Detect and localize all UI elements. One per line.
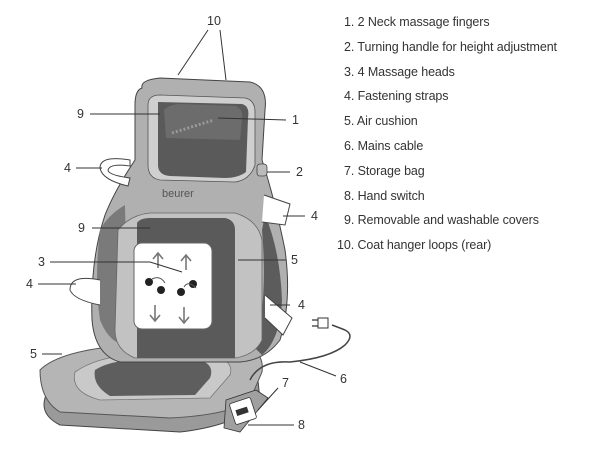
legend-item-5: 5. Air cushion bbox=[344, 114, 418, 129]
callout-5-right: 5 bbox=[291, 253, 298, 267]
mains-cable bbox=[249, 317, 351, 381]
callout-8: 8 bbox=[298, 418, 305, 432]
callout-4-left-bottom: 4 bbox=[26, 277, 33, 291]
callout-4-right-bottom: 4 bbox=[298, 298, 305, 312]
legend-item-1: 1. 2 Neck massage fingers bbox=[344, 15, 490, 29]
callout-4-right-top: 4 bbox=[311, 209, 318, 223]
callout-10: 10 bbox=[207, 14, 221, 28]
massage-heads-panel bbox=[133, 242, 213, 330]
legend-item-9: 9. Removable and washable covers bbox=[344, 213, 539, 228]
callout-5-left: 5 bbox=[30, 347, 37, 361]
callout-7: 7 bbox=[282, 376, 289, 390]
legend-item-8: 8. Hand switch bbox=[344, 188, 425, 203]
leader-lines bbox=[38, 29, 337, 426]
callout-6: 6 bbox=[340, 372, 347, 386]
callout-1: 1 bbox=[292, 113, 299, 127]
legend-item-10: 10. Coat hanger loops (rear) bbox=[337, 238, 492, 253]
callout-9-mid: 9 bbox=[78, 221, 85, 235]
seat-cushion bbox=[39, 344, 263, 433]
storage-bag-hand-switch bbox=[223, 389, 269, 433]
legend-item-2: 2. Turning handle for height adjustment bbox=[344, 39, 557, 54]
callout-4-left-top: 4 bbox=[64, 161, 71, 175]
neck-pillow bbox=[147, 94, 256, 183]
callout-9-top: 9 bbox=[77, 107, 84, 121]
turning-handle bbox=[256, 163, 268, 177]
parts-legend: 1. 2 Neck massage fingers 2. Turning han… bbox=[337, 10, 557, 258]
callout-2: 2 bbox=[296, 165, 303, 179]
legend-item-4: 4. Fastening straps bbox=[344, 89, 449, 104]
callout-3: 3 bbox=[38, 255, 45, 269]
legend-item-6: 6. Mains cable bbox=[344, 138, 424, 153]
brand-label: beurer bbox=[162, 188, 194, 200]
legend-item-3: 3. 4 Massage heads bbox=[344, 64, 455, 79]
legend-item-7: 7. Storage bag bbox=[344, 163, 425, 178]
